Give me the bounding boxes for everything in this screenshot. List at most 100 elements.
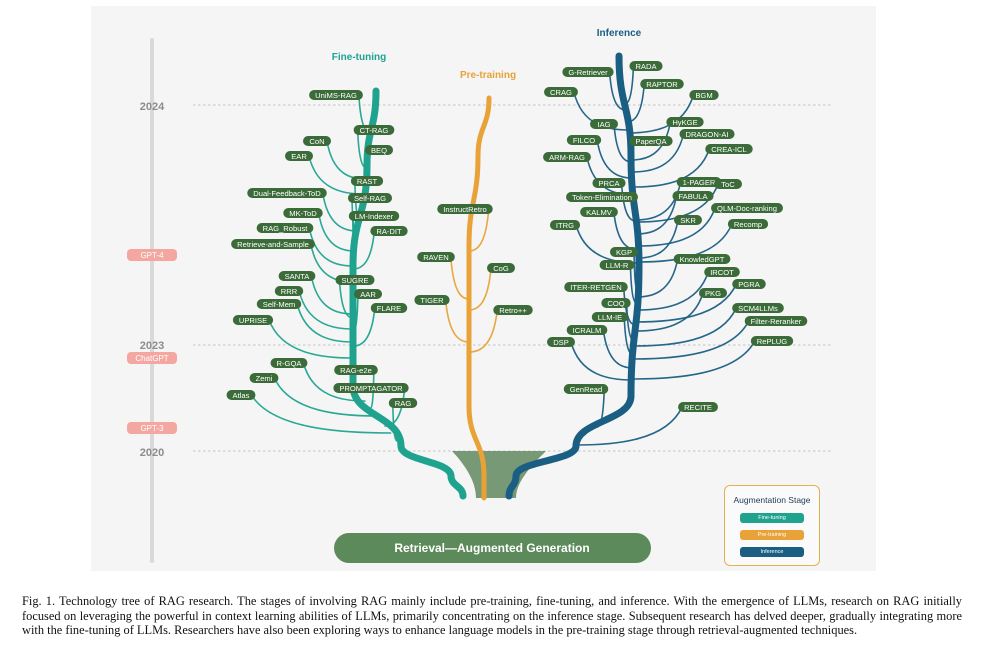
node-label: ITRG [556,221,574,230]
node-box [388,398,418,408]
node-finetune: CoN [303,136,331,146]
node-label: KGP [616,248,632,257]
node-inference: ITRG [549,220,581,230]
node-inference: ITER-RETGEN [564,282,628,292]
node-box [303,136,331,146]
node-label: RAST [357,177,378,186]
branch-inference [635,271,709,311]
node-label: Self-RAG [354,194,386,203]
node-label: COQ [607,299,624,308]
node-box [414,295,450,305]
node-inference: GenRead [563,384,609,394]
node-box [549,220,581,230]
node-box [714,179,742,189]
node-inference: DRAGON-AI [679,129,735,139]
node-inference: COQ [601,298,631,308]
node-box [698,288,728,298]
node-box [563,384,609,394]
node-inference: DSP [547,337,575,347]
node-finetune: BEQ [364,145,394,155]
node-label: Recomp [734,220,762,229]
node-box [591,312,629,322]
node-label: R-GQA [277,359,303,368]
technology-tree-figure: 2024 2023 2020 GPT-4 ChatGPT GPT-3 Retri… [91,6,876,571]
node-inference: G-Retriever [562,67,614,77]
node-label: InstructRetro [443,205,486,214]
node-label: FLARE [377,304,401,313]
node-pretrain: CoG [487,263,515,273]
node-inference: PKG [698,288,728,298]
branch-finetune [268,319,354,359]
branch-finetune [308,227,354,267]
milestone-gpt4: GPT-4 [140,251,164,260]
node-box [727,219,769,229]
legend: Augmentation Stage Fine-tuning Pre-train… [724,485,820,566]
node-box [599,260,635,270]
node-box [705,144,753,154]
node-finetune: RAST [350,176,384,186]
branch-inference [576,406,683,446]
branch-inference [570,341,633,381]
stage-title-inference: Inference [597,28,642,39]
stage-title-pretrain: Pre-training [460,70,516,81]
node-inference: IRCOT [704,267,740,277]
node-box [274,286,304,296]
node-label: Filter-Reranker [751,317,802,326]
milestone-chatgpt: ChatGPT [135,354,168,363]
node-label: RA-DIT [376,227,402,236]
branch-finetune [298,290,354,330]
node-box [370,226,408,236]
branch-finetune [250,394,392,434]
node-inference: Token-Elimination [566,192,638,202]
node-inference: Filter-Reranker [744,316,808,326]
legend-item-pretrain: Pre-training [740,530,804,540]
node-inference: LLM-IE [591,312,629,322]
node-inference: FABULA [672,191,714,201]
node-box [285,151,313,161]
branch-inference [634,283,738,323]
node-box [676,177,722,187]
trunk-base-shape [452,451,546,498]
node-pretrain: RAVEN [417,252,455,262]
node-inference: SCM4LLMs [732,303,784,313]
node-box [417,252,455,262]
node-finetune: CT-RAG [353,125,395,135]
node-box [689,90,719,100]
node-box [666,117,704,127]
node-box [370,303,408,313]
node-inference: PRCA [592,178,626,188]
node-box [601,298,631,308]
node-box [609,247,639,257]
node-box [566,192,638,202]
node-label: DRAGON-AI [685,130,728,139]
node-box [334,365,378,375]
node-box [564,282,628,292]
caption-label: Fig. 1. [22,594,56,608]
node-pretrain: InstructRetro [437,204,493,214]
node-box [629,61,663,71]
branch-pretrain [450,256,470,300]
milestone-gpt3-badge [127,422,177,434]
branch-inference [637,219,679,259]
branch-inference [586,156,635,196]
node-label: MK-ToD [289,209,317,218]
node-finetune: AAR [354,289,382,299]
node-box [566,325,608,335]
node-box [543,152,591,162]
node-finetune: RAG [388,398,418,408]
node-box [353,125,395,135]
node-inference: FILCO [566,135,602,145]
stem-inference [505,52,643,500]
node-inference: RAPTOR [640,79,684,89]
node-inference: RECITE [678,402,718,412]
node-label: RAVEN [423,253,449,262]
node-box [309,90,363,100]
node-box [629,136,673,146]
node-finetune: PROMPTAGATOR [333,383,409,393]
caption-text: Technology tree of RAG research. The sta… [22,594,962,638]
node-box [247,188,327,198]
node-pretrain: Retro++ [493,305,533,315]
node-finetune: SUGRE [335,275,375,285]
node-finetune: RRR [274,286,304,296]
node-label: BEQ [371,146,387,155]
